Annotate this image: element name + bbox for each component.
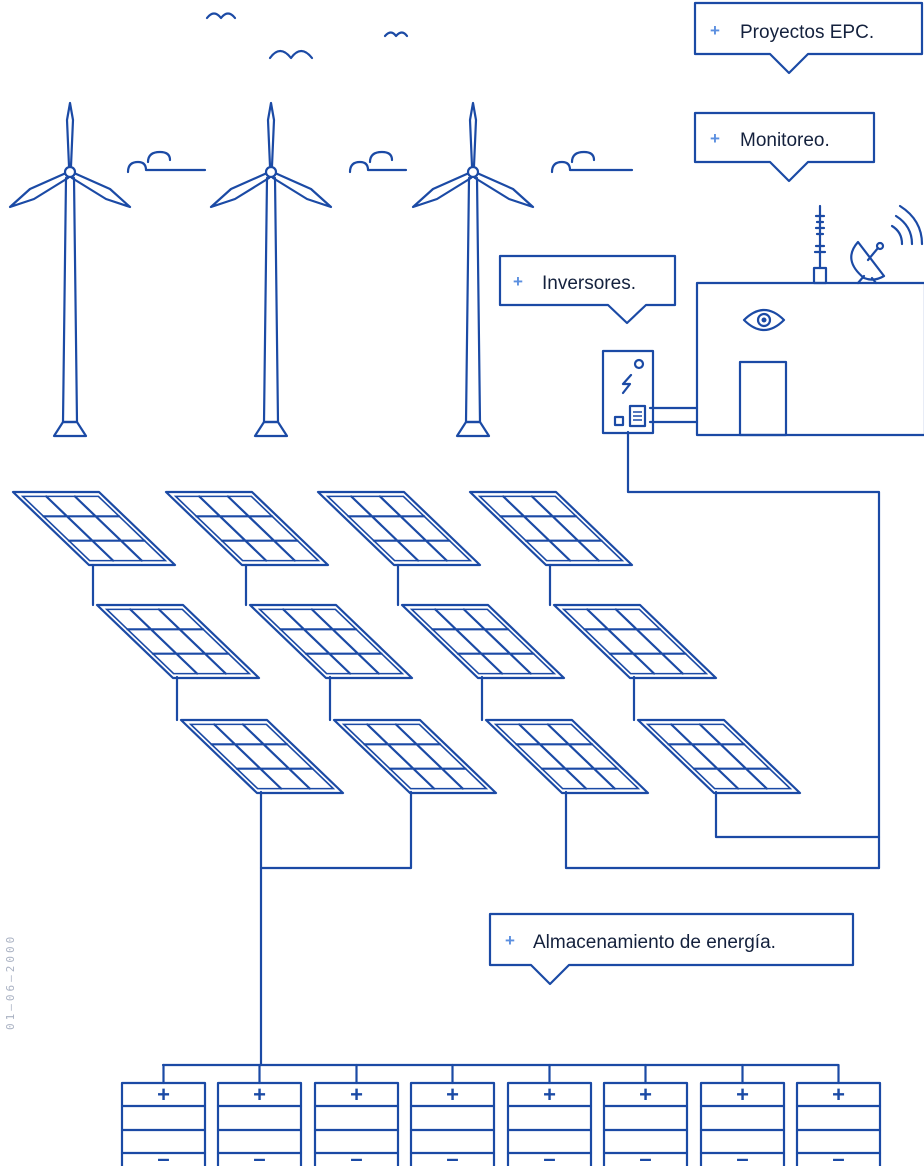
battery-positive-sign: + xyxy=(736,1082,749,1107)
wiring xyxy=(91,406,881,1067)
solar-panel-icon xyxy=(400,603,566,680)
battery-icon: +– xyxy=(313,1063,400,1166)
solar-panel-icon xyxy=(95,603,261,680)
callout-epc: + Proyectos EPC. xyxy=(693,1,924,75)
battery-positive-sign: + xyxy=(350,1082,363,1107)
eye-icon xyxy=(742,308,786,332)
battery-icon: +– xyxy=(120,1063,207,1166)
solar-panel-icon xyxy=(484,718,650,795)
satellite-dish-icon xyxy=(850,204,924,285)
battery-negative-sign: – xyxy=(350,1146,362,1166)
battery-positive-sign: + xyxy=(446,1082,459,1107)
callout-monitoring-label: Monitoreo. xyxy=(740,130,830,151)
battery-icon: +– xyxy=(602,1063,689,1166)
solar-panel-icon xyxy=(468,490,634,567)
antenna-icon xyxy=(812,204,828,285)
monitoring-building xyxy=(695,204,924,437)
solar-panel-icon xyxy=(552,603,718,680)
battery-negative-sign: – xyxy=(832,1146,844,1166)
callout-inverters: + Inversores. xyxy=(498,254,677,325)
solar-panel-icon xyxy=(636,718,802,795)
battery-positive-sign: + xyxy=(832,1082,845,1107)
inverter-icon xyxy=(601,349,655,435)
callout-storage: + Almacenamiento de energía. xyxy=(488,912,855,986)
wind-turbine-icon xyxy=(209,101,333,438)
battery-icon: +– xyxy=(409,1063,496,1166)
battery-positive-sign: + xyxy=(543,1082,556,1107)
battery-positive-sign: + xyxy=(157,1082,170,1107)
battery-positive-sign: + xyxy=(253,1082,266,1107)
callout-epc-label: Proyectos EPC. xyxy=(740,22,874,43)
bird-icon xyxy=(268,49,314,60)
battery-negative-sign: – xyxy=(253,1146,265,1166)
battery-icon: +– xyxy=(506,1063,593,1166)
date-stamp: 01–06–2000 xyxy=(4,934,17,1030)
solar-panel-icon xyxy=(248,603,414,680)
battery-negative-sign: – xyxy=(736,1146,748,1166)
solar-panel-icon xyxy=(164,490,330,567)
battery-icon: +– xyxy=(699,1063,786,1166)
battery-negative-sign: – xyxy=(639,1146,651,1166)
callout-plus: + xyxy=(710,21,720,40)
solar-panel-icon xyxy=(11,490,177,567)
solar-panel-icon xyxy=(332,718,498,795)
solar-panel-icon xyxy=(316,490,482,567)
wind-gust-icon xyxy=(550,150,634,174)
battery-negative-sign: – xyxy=(446,1146,458,1166)
callout-plus: + xyxy=(710,129,720,148)
wind-turbine-icon xyxy=(8,101,132,438)
callout-inverters-label: Inversores. xyxy=(542,273,636,294)
callout-storage-label: Almacenamiento de energía. xyxy=(533,932,776,953)
callout-monitoring: + Monitoreo. xyxy=(693,111,876,183)
battery-icon: +– xyxy=(795,1063,882,1166)
battery-positive-sign: + xyxy=(639,1082,652,1107)
battery-negative-sign: – xyxy=(157,1146,169,1166)
battery-negative-sign: – xyxy=(543,1146,555,1166)
wind-turbine-icon xyxy=(411,101,535,438)
battery-icon: +– xyxy=(216,1063,303,1166)
solar-panel-icon xyxy=(179,718,345,795)
callout-plus: + xyxy=(513,272,523,291)
wind-gust-icon xyxy=(348,150,408,174)
bird-icon xyxy=(205,12,237,20)
wind-gust-icon xyxy=(126,150,207,174)
bird-icon xyxy=(383,31,409,38)
callout-plus: + xyxy=(505,931,515,950)
